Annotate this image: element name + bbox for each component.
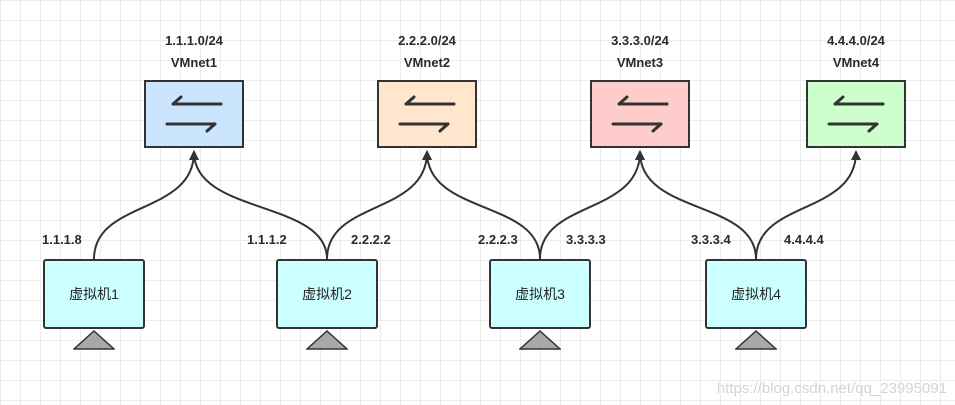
- switch-vmnet4[interactable]: [806, 80, 906, 148]
- switch-name-label: VMnet4: [832, 55, 880, 70]
- link-vm4-vmnet4: [755, 150, 861, 260]
- monitor-stand-icon: [306, 330, 348, 350]
- subnet-label: 4.4.4.0/24: [827, 33, 885, 48]
- ip-label: 1.1.1.2: [247, 232, 287, 247]
- vm-label: 虚拟机3: [515, 286, 565, 302]
- ip-label: 4.4.4.4: [784, 232, 824, 247]
- switch-name-label: VMnet1: [170, 55, 218, 70]
- switch-vmnet2[interactable]: [377, 80, 477, 148]
- switch-arrows-icon: [611, 95, 669, 133]
- link-vm2-vmnet1: [189, 150, 328, 260]
- watermark: https://blog.csdn.net/qq_23995091: [716, 380, 947, 397]
- monitor-stand-icon: [73, 330, 115, 350]
- ip-label: 2.2.2.3: [478, 232, 518, 247]
- link-vm4-vmnet3: [635, 150, 757, 260]
- vm-3[interactable]: 虚拟机3: [489, 259, 591, 329]
- switch-name-label: VMnet3: [616, 55, 664, 70]
- subnet-label: 3.3.3.0/24: [611, 33, 669, 48]
- switch-vmnet3[interactable]: [590, 80, 690, 148]
- switch-vmnet1[interactable]: [144, 80, 244, 148]
- ip-label: 3.3.3.3: [566, 232, 606, 247]
- vm-label: 虚拟机4: [731, 286, 781, 302]
- monitor-stand-icon: [735, 330, 777, 350]
- switch-arrows-icon: [398, 95, 456, 133]
- subnet-label: 1.1.1.0/24: [165, 33, 223, 48]
- ip-label: 3.3.3.4: [691, 232, 731, 247]
- vm-4[interactable]: 虚拟机4: [705, 259, 807, 329]
- link-vm1-vmnet1: [93, 150, 199, 260]
- switch-arrows-icon: [827, 95, 885, 133]
- ip-label: 2.2.2.2: [351, 232, 391, 247]
- subnet-label: 2.2.2.0/24: [398, 33, 456, 48]
- vm-label: 虚拟机1: [69, 286, 119, 302]
- switch-arrows-icon: [165, 95, 223, 133]
- link-vm2-vmnet2: [326, 150, 432, 260]
- link-vm3-vmnet2: [422, 150, 541, 260]
- switch-name-label: VMnet2: [403, 55, 451, 70]
- vm-1[interactable]: 虚拟机1: [43, 259, 145, 329]
- ip-label: 1.1.1.8: [42, 232, 82, 247]
- monitor-stand-icon: [519, 330, 561, 350]
- link-vm3-vmnet3: [539, 150, 645, 260]
- vm-label: 虚拟机2: [302, 286, 352, 302]
- vm-2[interactable]: 虚拟机2: [276, 259, 378, 329]
